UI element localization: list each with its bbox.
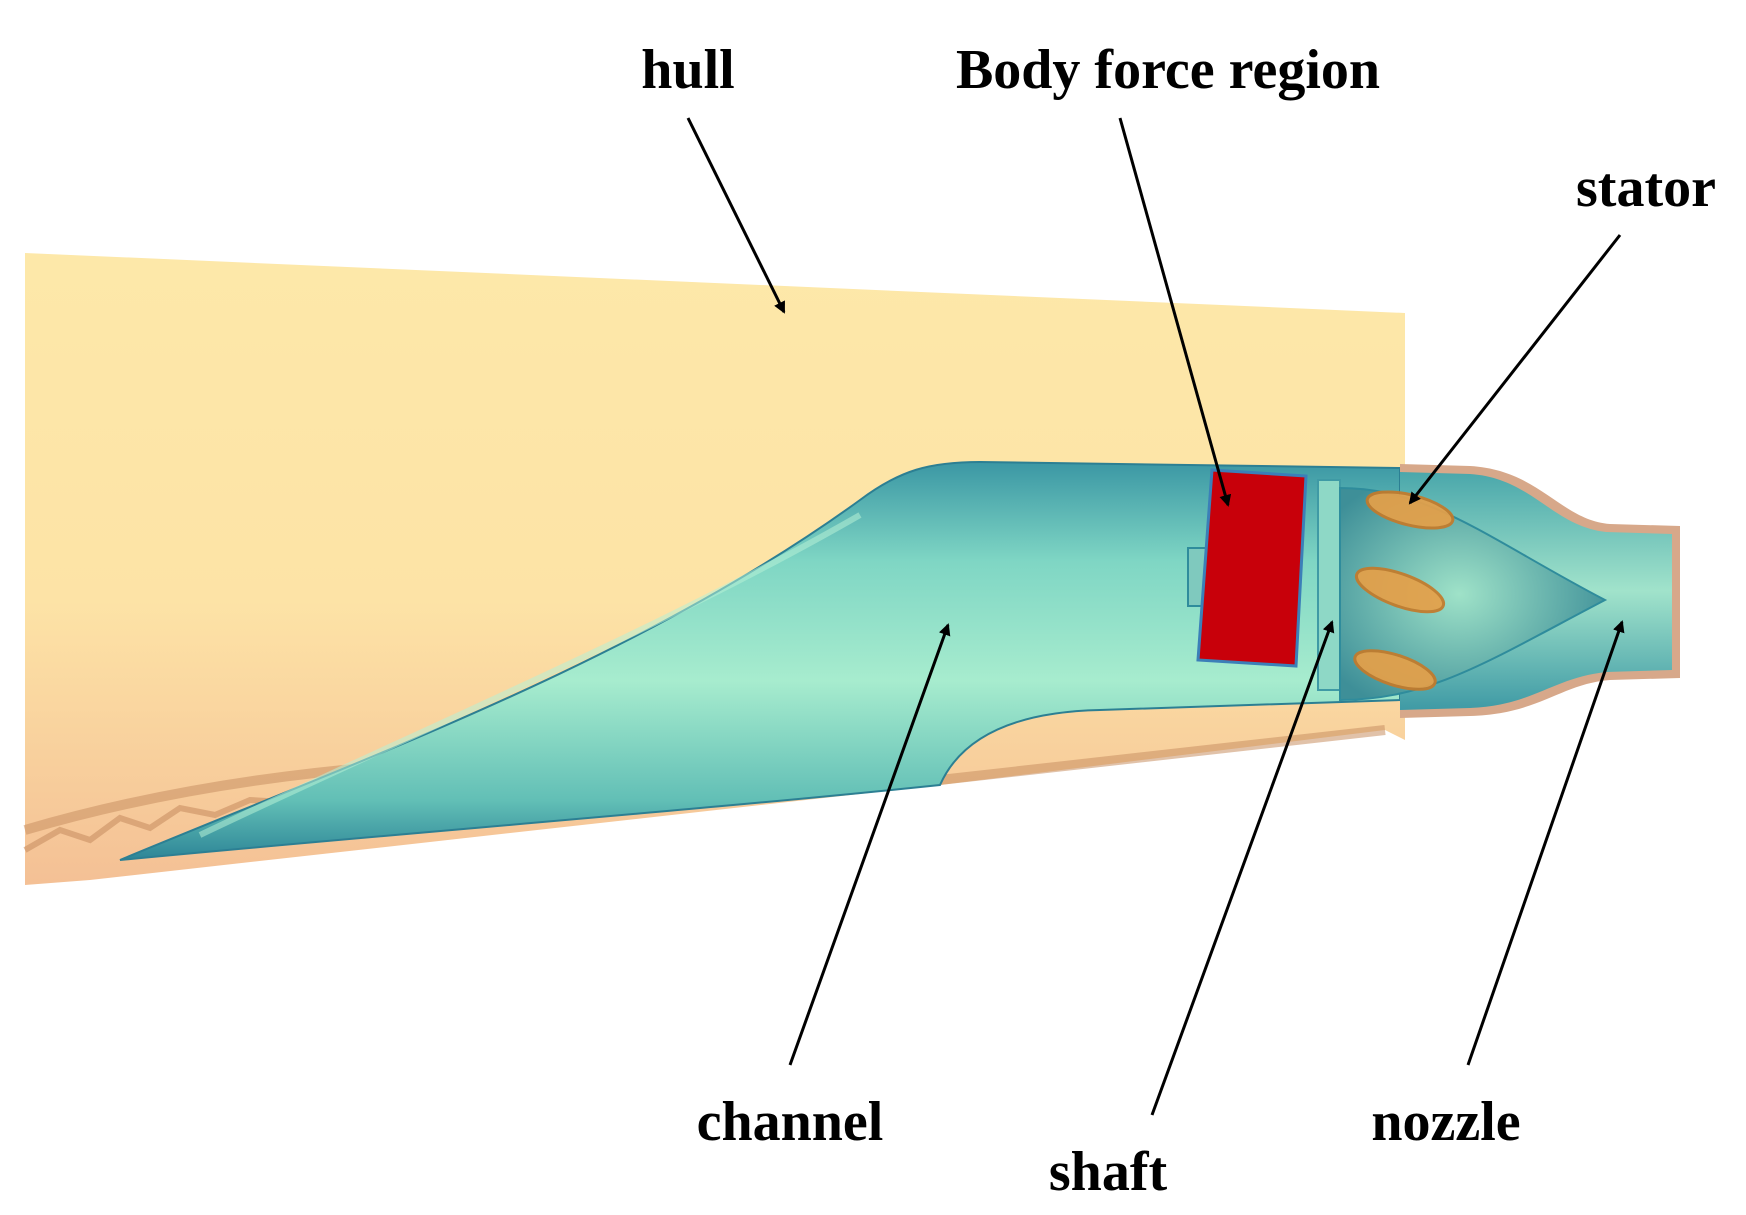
channel-label: channel xyxy=(697,1091,884,1153)
stator-blades xyxy=(1353,490,1455,691)
channel-arrow xyxy=(788,623,951,1066)
body-force-region-arrow xyxy=(1118,117,1232,507)
shaft-sleeve xyxy=(1317,479,1341,691)
body-force-region xyxy=(1196,468,1308,668)
shaft-arrow xyxy=(1150,620,1335,1116)
hull-label: hull xyxy=(641,39,734,101)
shaft-label: shaft xyxy=(1049,1141,1168,1203)
stator-label: stator xyxy=(1576,157,1716,219)
nozzle-arrow xyxy=(1466,620,1625,1066)
body-force-region-label: Body force region xyxy=(956,39,1380,101)
channel-shape xyxy=(119,460,1401,861)
stator-arrow xyxy=(1408,234,1622,505)
nozzle-label: nozzle xyxy=(1371,1091,1520,1153)
stator-blade-middle xyxy=(1354,566,1446,614)
stator-blade-bottom xyxy=(1353,649,1437,691)
hull-arrow xyxy=(686,117,786,314)
